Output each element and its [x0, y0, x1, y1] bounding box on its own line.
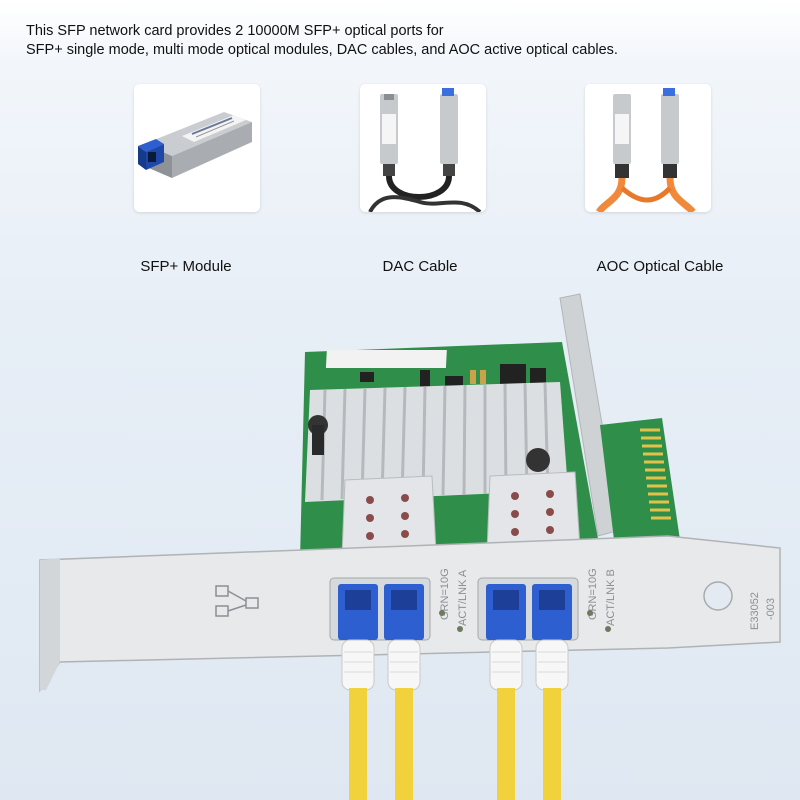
port-b-connector — [477, 577, 579, 800]
sfp-module-icon — [134, 84, 260, 212]
aoc-cable-thumbnail — [585, 84, 711, 212]
caption-aoc-cable: AOC Optical Cable — [596, 258, 724, 275]
bracket-code-1: E33052 — [749, 592, 761, 630]
port-b-label-1: GRN=10G — [587, 568, 599, 620]
port-a-label-2: ACT/LNK A — [457, 569, 469, 626]
sfp-module-thumbnail — [134, 84, 260, 212]
network-port-icon — [215, 585, 259, 617]
dac-cable-thumbnail — [360, 84, 486, 212]
network-card-photo: GRN=10G ACT/LNK A GRN=10G ACT/LNK B E330… — [0, 290, 800, 800]
intro-text: This SFP network card provides 2 10000M … — [26, 22, 786, 60]
bracket-code-2: -003 — [765, 598, 777, 620]
caption-sfp-module: SFP+ Module — [140, 258, 232, 275]
port-b-label-2: ACT/LNK B — [605, 569, 617, 626]
port-a-connector — [329, 577, 431, 800]
intro-line-2: SFP+ single mode, multi mode optical mod… — [26, 42, 618, 58]
aoc-cable-icon — [585, 84, 711, 212]
intro-line-1: This SFP network card provides 2 10000M … — [26, 23, 444, 39]
dac-cable-icon — [360, 84, 486, 212]
network-card-illustration: GRN=10G ACT/LNK A GRN=10G ACT/LNK B E330… — [39, 293, 781, 800]
port-a-label-1: GRN=10G — [439, 568, 451, 620]
caption-dac-cable: DAC Cable — [382, 258, 458, 275]
